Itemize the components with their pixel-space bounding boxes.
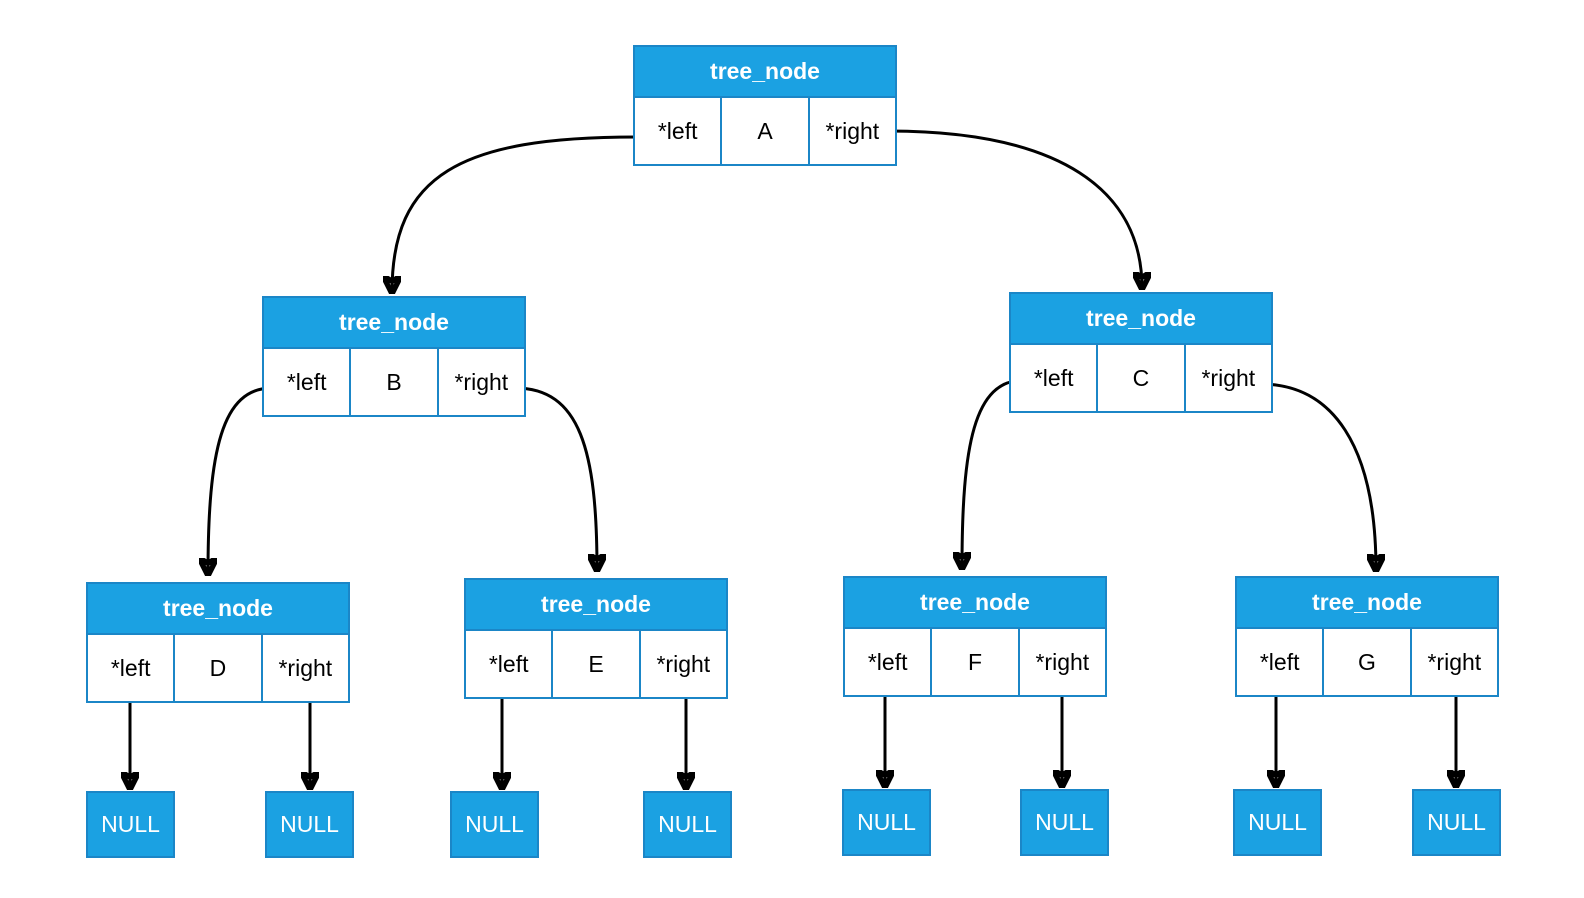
null-box-g-left: NULL [1233,789,1322,856]
node-header: tree_node [1011,294,1271,345]
left-pointer-field: *left [1259,648,1300,675]
tree-node-c: tree_node *left C *right [1009,292,1273,413]
edge-a-right-to-c [887,129,1142,288]
node-fields: *left B *right [264,349,524,415]
right-pointer-field: *right [260,635,348,701]
node-fields: *left D *right [88,635,348,701]
left-pointer-field: *left [867,648,908,675]
node-fields: *left C *right [1011,345,1271,411]
null-box-f-left: NULL [842,789,931,856]
right-pointer-field: *right [436,349,524,415]
node-value-field: G [1322,629,1409,695]
null-box-d-left: NULL [86,791,175,858]
node-value-field: D [173,635,260,701]
right-pointer-field: *right [1017,629,1105,695]
node-value-field: E [551,631,638,697]
null-box-d-right: NULL [265,791,354,858]
node-header: tree_node [635,47,895,98]
right-pointer-field: *right [1183,345,1271,411]
left-pointer-field: *left [657,117,698,144]
node-value-field: C [1096,345,1183,411]
node-fields: *left A *right [635,98,895,164]
null-box-e-left: NULL [450,791,539,858]
right-pointer-field: *right [807,98,895,164]
node-header: tree_node [88,584,348,635]
edge-a-left-to-b [392,135,637,292]
node-header: tree_node [845,578,1105,629]
node-fields: *left F *right [845,629,1105,695]
node-header: tree_node [466,580,726,631]
null-box-e-right: NULL [643,791,732,858]
tree-node-b: tree_node *left B *right [262,296,526,417]
node-header: tree_node [1237,578,1497,629]
left-pointer-field: *left [110,654,151,681]
tree-node-g: tree_node *left G *right [1235,576,1499,697]
tree-node-f: tree_node *left F *right [843,576,1107,697]
node-fields: *left G *right [1237,629,1497,695]
node-value-field: B [349,349,436,415]
right-pointer-field: *right [1409,629,1497,695]
tree-node-d: tree_node *left D *right [86,582,350,703]
left-pointer-field: *left [286,368,327,395]
node-fields: *left E *right [466,631,726,697]
node-value-field: A [720,98,807,164]
tree-node-e: tree_node *left E *right [464,578,728,699]
tree-node-a: tree_node *left A *right [633,45,897,166]
right-pointer-field: *right [638,631,726,697]
left-pointer-field: *left [1033,364,1074,391]
left-pointer-field: *left [488,650,529,677]
null-box-f-right: NULL [1020,789,1109,856]
node-header: tree_node [264,298,524,349]
edge-c-right-to-g [1260,382,1376,570]
node-value-field: F [930,629,1017,695]
null-box-g-right: NULL [1412,789,1501,856]
edge-b-right-to-e [514,386,597,570]
